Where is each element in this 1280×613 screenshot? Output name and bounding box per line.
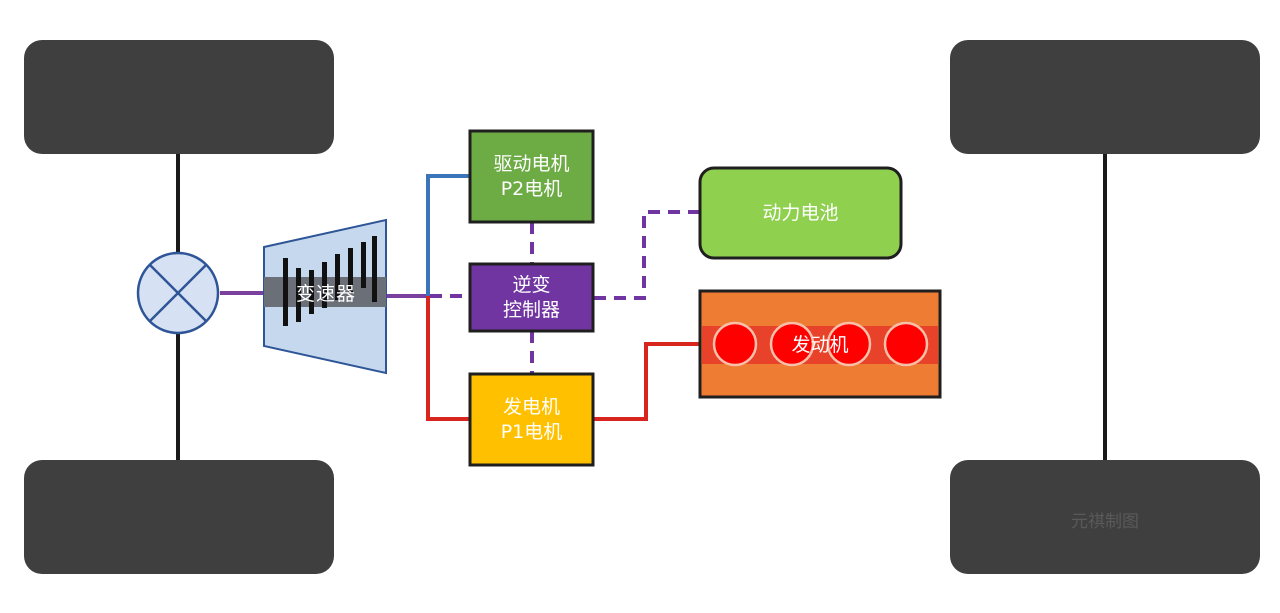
gearbox-label: 变速器 [295, 282, 356, 305]
engine-icon [698, 289, 942, 399]
front-left-tire [24, 40, 334, 154]
rear-left-tire [950, 40, 1260, 154]
gearbox-icon [263, 218, 387, 375]
engine-generator-link [594, 342, 699, 421]
generator-box [468, 372, 595, 467]
battery-label: 动力电池 [762, 201, 839, 224]
front-right-tire [24, 460, 334, 574]
inverter-label: 逆变 控制器 [502, 273, 560, 321]
rear-right-tire [950, 460, 1260, 574]
cylinder-3 [826, 321, 872, 367]
generator-link [426, 296, 470, 421]
inverter-battery-dashed [594, 210, 699, 300]
drive-motor-label: 驱动电机 P2电机 [493, 152, 570, 200]
drive-motor-box [468, 129, 595, 224]
engine-label: 发动机 [791, 333, 849, 356]
battery-box [698, 166, 903, 260]
cylinder-2 [769, 321, 815, 367]
differential-icon [136, 251, 220, 335]
cylinder-1 [712, 321, 758, 367]
inverter-box [468, 262, 595, 333]
cylinder-4 [883, 321, 929, 367]
watermark: 元祺制图 [1071, 511, 1139, 532]
drive-motor-link [426, 174, 470, 296]
generator-label: 发电机 P1电机 [500, 395, 563, 443]
